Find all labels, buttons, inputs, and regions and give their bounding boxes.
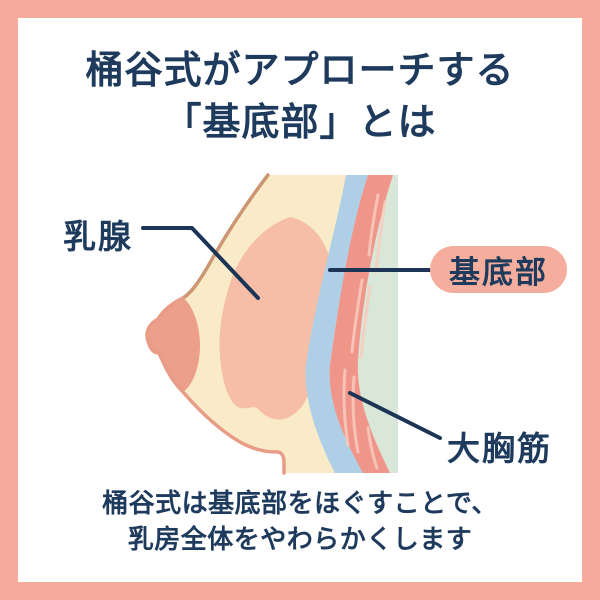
base-layer-shape [305,175,368,473]
label-pectoral-muscle: 大胸筋 [447,429,552,468]
pointer-line-pectoral-muscle [348,391,442,440]
skin-outline-lower [145,296,286,475]
skin-outline-upper [181,173,270,300]
base-area-badge-label: 基底部 [449,255,548,291]
mammary-gland-shape [219,217,332,420]
areola-nipple-shape [147,298,200,392]
page-title-line1: 桶谷式がアプローチする [85,48,515,92]
muscle-streaks [342,193,387,470]
footer-caption-line1: 桶谷式は基底部をほぐすことで、 [102,489,498,519]
base-area-badge: 基底部 [430,246,567,293]
page-title-line2: 「基底部」とは [163,100,437,144]
footer-caption: 桶谷式は基底部をほぐすことで、 乳房全体をやわらかくします [18,486,582,558]
footer-caption-line2: 乳房全体をやわらかくします [127,525,473,555]
pointer-line-mammary-gland [141,226,260,300]
page-title: 桶谷式がアプローチする 「基底部」とは [18,44,582,148]
label-mammary-gland: 乳腺 [63,217,133,256]
